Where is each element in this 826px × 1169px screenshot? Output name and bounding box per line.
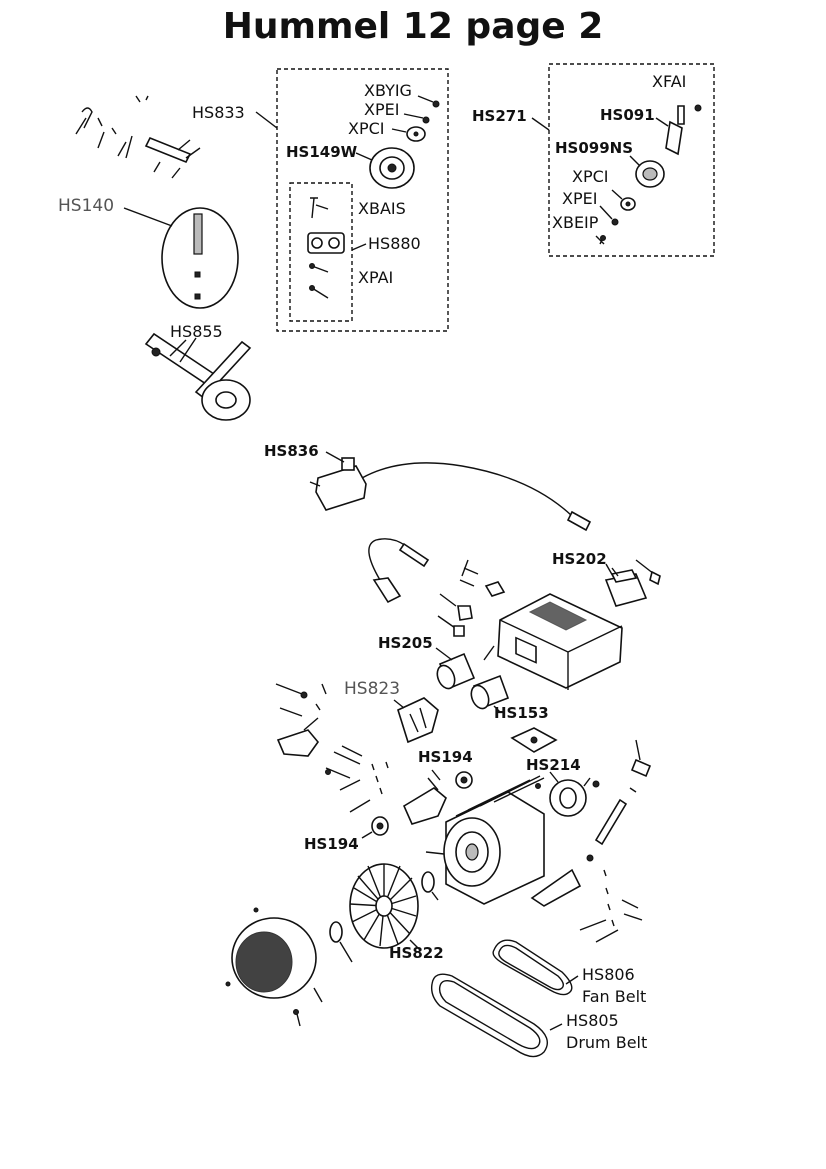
hs202-part (604, 559, 661, 607)
hs194-lower-idler (361, 816, 389, 839)
label-xpei-a: XPEI (364, 100, 399, 119)
hs140-part (123, 207, 239, 309)
label-hs099ns: HS099NS (555, 139, 633, 157)
label-hs806: HS806 (582, 965, 635, 984)
label-xpei-b: XPEI (562, 189, 597, 208)
label-xbyig: XBYIG (364, 81, 412, 100)
label-hs214: HS214 (526, 756, 581, 774)
motor (425, 775, 545, 905)
hs822-fan (349, 863, 439, 949)
label-hs202: HS202 (552, 550, 607, 568)
label-xbeip: XBEIP (552, 213, 599, 232)
motor-mount-plate (510, 727, 558, 753)
hs194-idler (402, 771, 473, 825)
label-hs880: HS880 (368, 234, 421, 253)
plug-cord-cluster (368, 538, 506, 637)
right-hardware-cluster (530, 739, 652, 943)
label-hs271: HS271 (472, 107, 527, 125)
leader-lines (169, 339, 615, 1031)
hs833-box (255, 68, 449, 332)
label-xpci-b: XPCI (572, 167, 609, 186)
page-title: Hummel 12 page 2 (222, 6, 604, 47)
label-hs822: HS822 (389, 944, 444, 962)
label-xpci-a: XPCI (348, 119, 385, 138)
label-xbais: XBAIS (358, 199, 406, 218)
hs214-pulley (535, 777, 600, 817)
label-hs149w: HS149W (286, 143, 358, 161)
label-xfai: XFAI (652, 72, 686, 91)
control-box (497, 593, 623, 690)
hs271-box (531, 63, 715, 257)
small-hardware-cluster (75, 95, 201, 179)
hs153-capacitor (470, 674, 510, 713)
hs205-capacitor (435, 647, 476, 690)
hs805-drum-belt (430, 973, 548, 1058)
left-bracket-cluster (275, 683, 389, 813)
label-hs823: HS823 (344, 679, 400, 699)
label-hs805: HS805 (566, 1011, 619, 1030)
label-hs140: HS140 (58, 196, 114, 216)
hs806-fan-belt (492, 939, 573, 996)
label-hs855: HS855 (170, 322, 223, 341)
label-hs806-desc: Fan Belt (582, 987, 646, 1006)
hs855-part (144, 332, 252, 421)
hs823-part (393, 697, 439, 744)
label-hs153: HS153 (494, 704, 549, 722)
label-hs805-desc: Drum Belt (566, 1033, 647, 1052)
hs836-part (309, 451, 592, 532)
label-xpai: XPAI (358, 268, 393, 287)
label-hs205: HS205 (378, 634, 433, 652)
fan-housing (225, 907, 353, 1027)
label-hs836: HS836 (264, 442, 319, 460)
label-hs194-a: HS194 (418, 748, 473, 766)
label-hs833: HS833 (192, 103, 245, 122)
label-hs091: HS091 (600, 106, 655, 124)
label-hs194-b: HS194 (304, 835, 359, 853)
